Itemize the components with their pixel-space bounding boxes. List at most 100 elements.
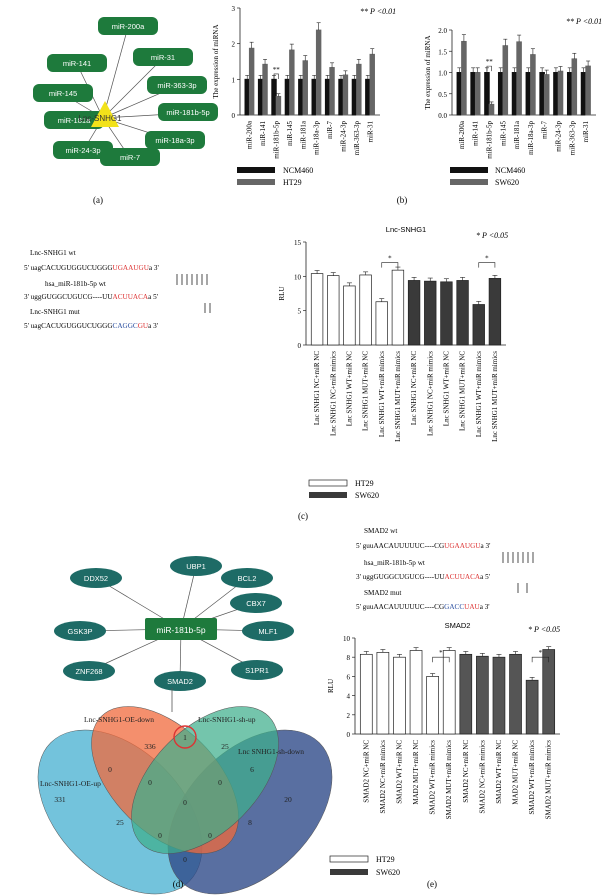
x-tick-label: SMAD2 NC+miR mimics: [379, 740, 387, 814]
bar-NCM460: [539, 72, 545, 116]
x-tick-label: miR-200a: [246, 120, 254, 149]
seq-e-mut-label: SMAD2 mut: [364, 589, 401, 597]
bar-HT29: [248, 47, 255, 116]
bar-SW620: [530, 54, 536, 116]
bar-NCM460: [365, 78, 371, 116]
legend-b-ncm460-swatch-2: [450, 167, 488, 173]
y-tick-label: 4: [347, 693, 351, 701]
venn-count-oe-down-oe-up: 0: [108, 765, 112, 774]
seq-c-mut-pairing: [204, 303, 211, 313]
venn-count-bottom: 0: [183, 855, 187, 864]
bar-SW620: [492, 656, 506, 735]
x-tick-label: miR-363-3p: [353, 121, 361, 156]
bar-HT29: [369, 53, 375, 116]
network-d-center-label: miR-181b-5p: [156, 625, 205, 635]
network-d-node-label: DDX52: [84, 574, 108, 583]
x-tick-label: Lnc SNHG1 NC+miR mimics: [426, 351, 434, 436]
seq-c-wt-seq: 5' uagCACUGUGGUCUGGGUGAAUGUa 3': [24, 264, 159, 272]
network-a-node: [98, 17, 158, 35]
bar-NCM460: [484, 72, 490, 116]
y-tick-label: 6: [347, 673, 351, 681]
bar-HT29: [359, 274, 372, 346]
bar-NCM460: [511, 72, 518, 116]
chart-title: Lnc-SNHG1: [386, 225, 426, 234]
bar-SW620: [456, 280, 469, 346]
network-a-node: [158, 103, 218, 121]
bar-HT29: [375, 301, 388, 346]
venn-count-sh-up: 25: [221, 742, 229, 751]
bar-NCM460: [580, 72, 587, 116]
bar-NCM460: [553, 72, 559, 116]
x-tick-label: miR-141: [472, 121, 480, 146]
panel-label-a: (a): [93, 195, 103, 205]
x-tick-label: SMAD2 NC+miR NC: [462, 740, 470, 803]
sig-marker: **: [273, 66, 281, 74]
x-tick-label: miR-31: [366, 121, 374, 143]
bar-NCM460: [324, 78, 331, 116]
x-tick-label: Lnc SNHG1 WT+miR mimics: [475, 351, 483, 437]
x-tick-label: miR-141: [259, 121, 267, 146]
y-axis-label: RLU: [327, 679, 335, 693]
network-a-node: [44, 111, 104, 129]
legend-b-ht29-swatch: [237, 179, 275, 185]
y-tick-label: 0.5: [438, 91, 447, 99]
legend-c-ht29-label: HT29: [355, 479, 374, 488]
bar-SW620: [585, 65, 591, 116]
network-d-node-label: BCL2: [238, 574, 257, 583]
x-tick-label: Lnc SNHG1 WT+miR NC: [442, 351, 450, 427]
x-tick-label: SMAD2 WT+miR NC: [395, 740, 403, 804]
bar-SW620: [488, 278, 502, 346]
seq-e-wt-seq: 5' guuAACAUUUUUC----CGUGAAUGUa 3': [356, 542, 490, 550]
seq-e-mir-label: hsa_miR-181b-5p wt: [364, 559, 425, 567]
network-a-node-label: miR-7: [120, 153, 140, 162]
bar-HT29: [329, 67, 335, 116]
panel-label-d: (d): [173, 879, 184, 889]
network-d-center-node: [145, 618, 217, 640]
x-tick-label: miR-145: [286, 121, 294, 146]
bar-NCM460: [244, 78, 250, 116]
x-tick-label: SMAD2 NC+miR mimics: [478, 740, 486, 814]
legend-b-ht29-label: HT29: [283, 178, 302, 187]
sig-bracket: [478, 262, 496, 268]
seq-c-pairing-lines: [176, 274, 208, 285]
network-a-edge: [102, 57, 164, 119]
bar-NCM460: [298, 78, 304, 116]
network-a-node-label: miR-200a: [112, 22, 145, 31]
network-a: miR-200amiR-31miR-363-3pmiR-181b-5pmiR-1…: [33, 17, 218, 166]
venn-count-sh-down: 20: [284, 795, 292, 804]
y-axis-label: RLU: [278, 287, 286, 301]
legend-b-ncm460-label: NCM460: [283, 166, 313, 175]
x-tick-label: SMAD2 MUT+miR mimics: [445, 740, 453, 820]
bar-HT29: [376, 652, 390, 735]
network-a-node: [133, 48, 193, 66]
network-d-node-label: GSK3P: [67, 627, 92, 636]
venn-count-sh-up-sh-down: 6: [250, 765, 254, 774]
network-a-node: [100, 148, 160, 166]
x-tick-label: MAD2 MUT+miR NC: [412, 740, 420, 805]
sig-label-b1: ** P <0.01: [360, 7, 396, 16]
network-a-node: [33, 84, 93, 102]
network-d-node: [63, 661, 115, 681]
bar-NCM460: [566, 72, 573, 116]
legend-c-ht29-swatch: [308, 479, 348, 487]
network-a-edge: [102, 26, 129, 119]
venn-count-oe-down: 336: [144, 742, 156, 751]
x-tick-label: miR-24-3p: [555, 121, 563, 152]
bar-NCM460: [284, 78, 291, 116]
y-tick-label: 2: [347, 712, 351, 720]
sig-marker: *: [485, 255, 489, 263]
bar-HT29: [342, 74, 349, 116]
bar-SW620: [459, 653, 473, 735]
network-d-node: [70, 568, 122, 588]
x-tick-label: SMAD2 WT+miR NC: [495, 740, 503, 804]
venn-count-oe-up: 331: [54, 795, 66, 804]
bar-SW620: [502, 45, 509, 116]
venn-set-sh-up: [131, 706, 279, 854]
bar-SW620: [525, 679, 539, 735]
network-a-node-label: miR-145: [49, 89, 77, 98]
network-d-node-label: UBP1: [186, 562, 206, 571]
sig-label-b2: ** P <0.01: [566, 17, 602, 26]
y-tick-label: 8: [347, 654, 351, 662]
